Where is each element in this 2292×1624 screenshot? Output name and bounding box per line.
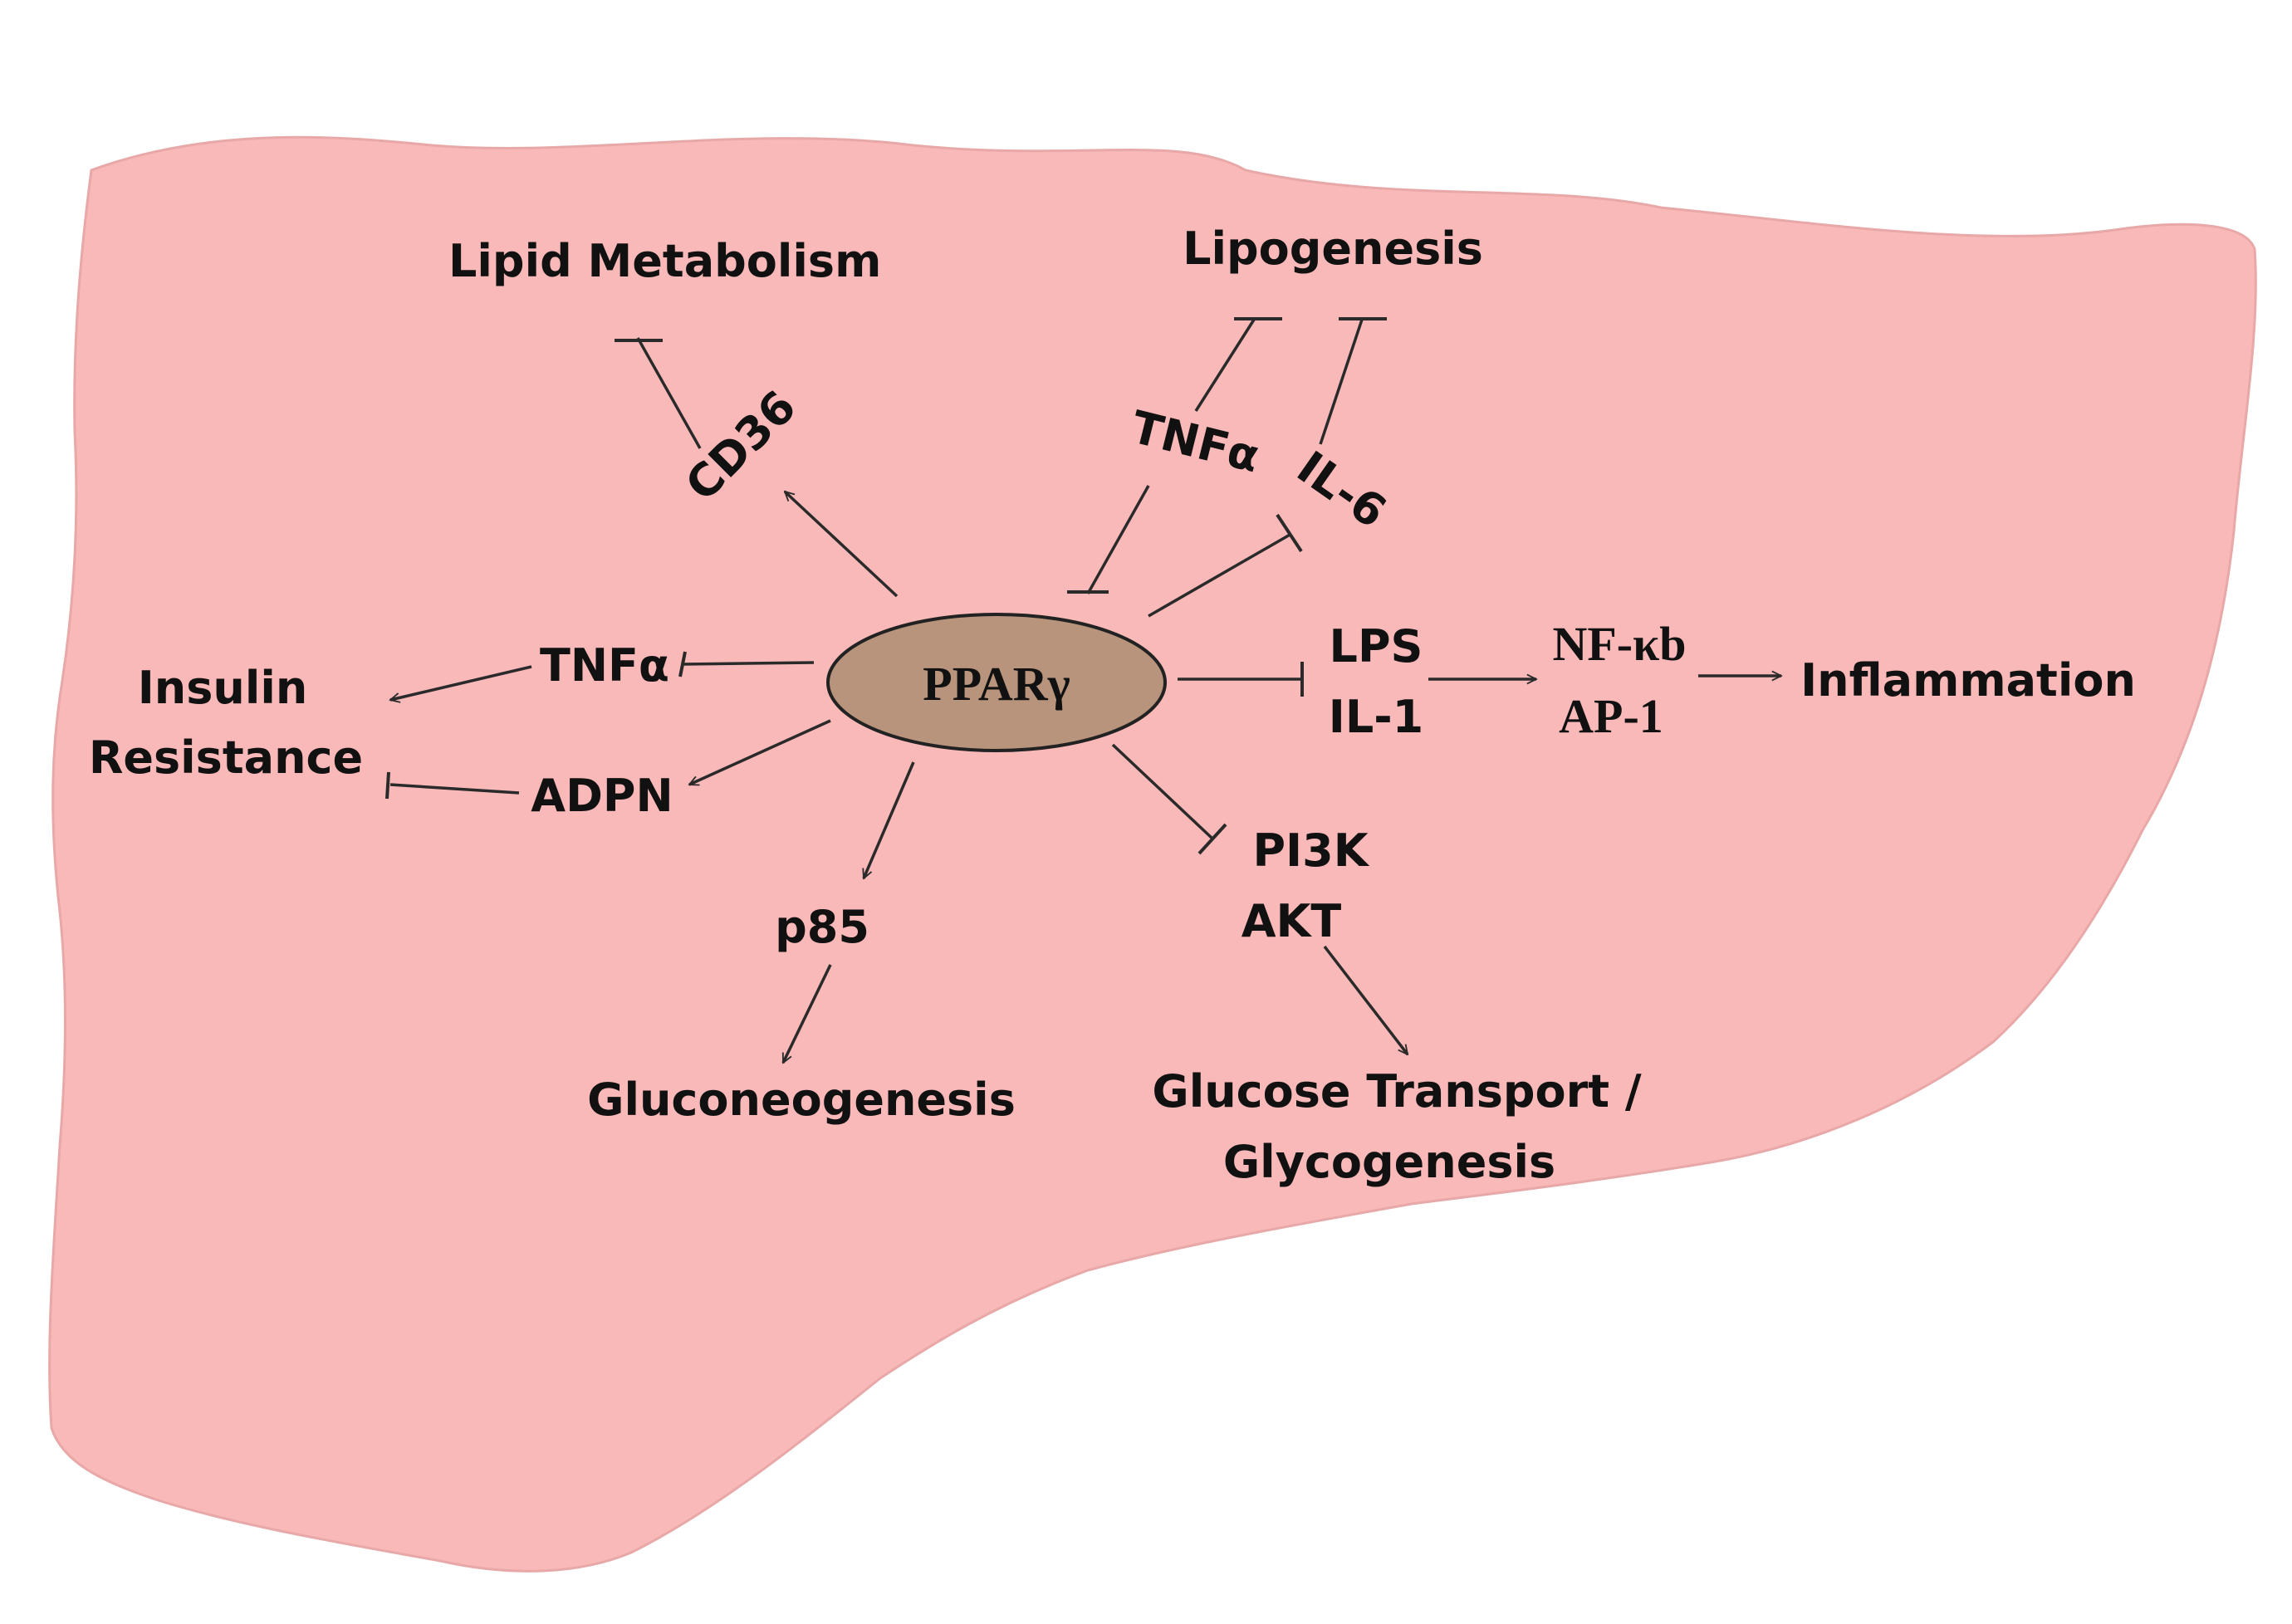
label-adpn: ADPN bbox=[531, 770, 673, 822]
liver-shape bbox=[48, 135, 2257, 1573]
label-resistance: Resistance bbox=[89, 731, 363, 784]
label-ap1: AP-1 bbox=[1559, 689, 1663, 743]
label-insulin: Insulin bbox=[138, 662, 308, 714]
label-il1: IL-1 bbox=[1329, 691, 1424, 743]
arrow-tnfa-insulin bbox=[390, 665, 532, 700]
inhibit-cd36-lipid bbox=[636, 337, 702, 449]
inhibit-pparg-pi3k bbox=[1111, 743, 1214, 840]
inhibit-bar bbox=[385, 771, 390, 800]
label-pi3k: PI3K bbox=[1252, 824, 1369, 877]
label-glycogenesis: Glycogenesis bbox=[1223, 1136, 1555, 1188]
arrow-akt-glucose bbox=[1323, 945, 1409, 1054]
arrow-p85-gluconeogenesis bbox=[781, 964, 832, 1063]
label-glucose-transport: Glucose Transport / bbox=[1152, 1065, 1642, 1118]
inhibit-il6-lipogenesis bbox=[1319, 319, 1364, 445]
label-nfkb: NF-κb bbox=[1552, 617, 1686, 671]
label-lipid-metabolism: Lipid Metabolism bbox=[448, 235, 881, 287]
label-p85: p85 bbox=[775, 901, 869, 953]
label-inflammation: Inflammation bbox=[1800, 654, 2136, 707]
inhibit-tnfa-pparg bbox=[1086, 485, 1150, 594]
arrow-pparg-adpn bbox=[689, 719, 831, 786]
label-lipogenesis: Lipogenesis bbox=[1183, 223, 1483, 275]
inhibit-tnfa-lipogenesis bbox=[1194, 319, 1256, 412]
label-tnfa-left: TNFα bbox=[540, 639, 669, 692]
inhibit-pparg-il6 bbox=[1148, 532, 1292, 618]
inhibit-bar bbox=[678, 651, 687, 677]
pparg-node bbox=[826, 613, 1167, 752]
label-lps: LPS bbox=[1330, 620, 1423, 673]
inhibit-bar bbox=[1197, 823, 1227, 855]
arrow-pparg-p85 bbox=[864, 761, 915, 878]
arrow-pparg-cd36 bbox=[785, 492, 899, 598]
inhibit-adpn-insulin bbox=[389, 783, 520, 795]
label-gluconeogenesis: Gluconeogenesis bbox=[587, 1074, 1016, 1126]
pparg-label: PPARγ bbox=[923, 657, 1070, 711]
inhibit-bar bbox=[1276, 513, 1303, 553]
label-akt: AKT bbox=[1242, 895, 1342, 947]
inhibit-pparg-tnfa-left bbox=[682, 661, 815, 666]
